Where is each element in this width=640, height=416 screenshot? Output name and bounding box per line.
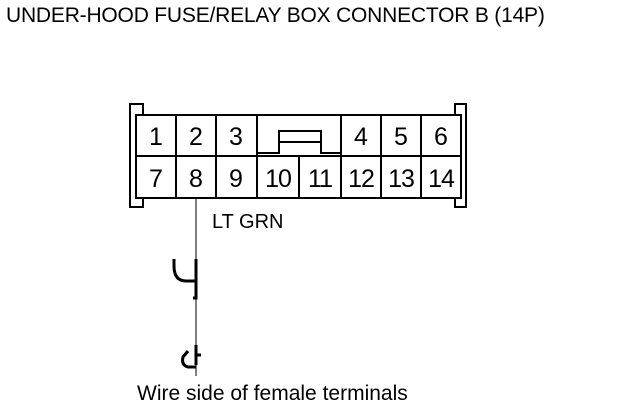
pin-7: 7	[149, 165, 163, 193]
wire-color-label: LT GRN	[212, 211, 284, 233]
pin-13: 13	[388, 165, 414, 193]
pin-4: 4	[354, 123, 368, 151]
pin-2: 2	[189, 123, 203, 151]
bottom-row	[135, 155, 462, 199]
pin-6: 6	[434, 123, 448, 151]
pin-10: 10	[265, 165, 291, 193]
pin-1: 1	[149, 123, 163, 151]
diagram-title: UNDER-HOOD FUSE/RELAY BOX CONNECTOR B (1…	[6, 4, 545, 27]
pin-3: 3	[229, 123, 243, 151]
wire-break-upper	[172, 259, 198, 300]
view-caption: Wire side of female terminals	[137, 382, 408, 405]
pin-11: 11	[308, 165, 332, 193]
pin-5: 5	[394, 123, 408, 151]
pin-9: 9	[229, 165, 243, 193]
pin-12: 12	[348, 165, 374, 193]
wire-break-lower	[181, 345, 201, 369]
pin-8: 8	[189, 165, 203, 193]
locking-tab	[256, 130, 342, 156]
pin-14: 14	[428, 165, 455, 193]
